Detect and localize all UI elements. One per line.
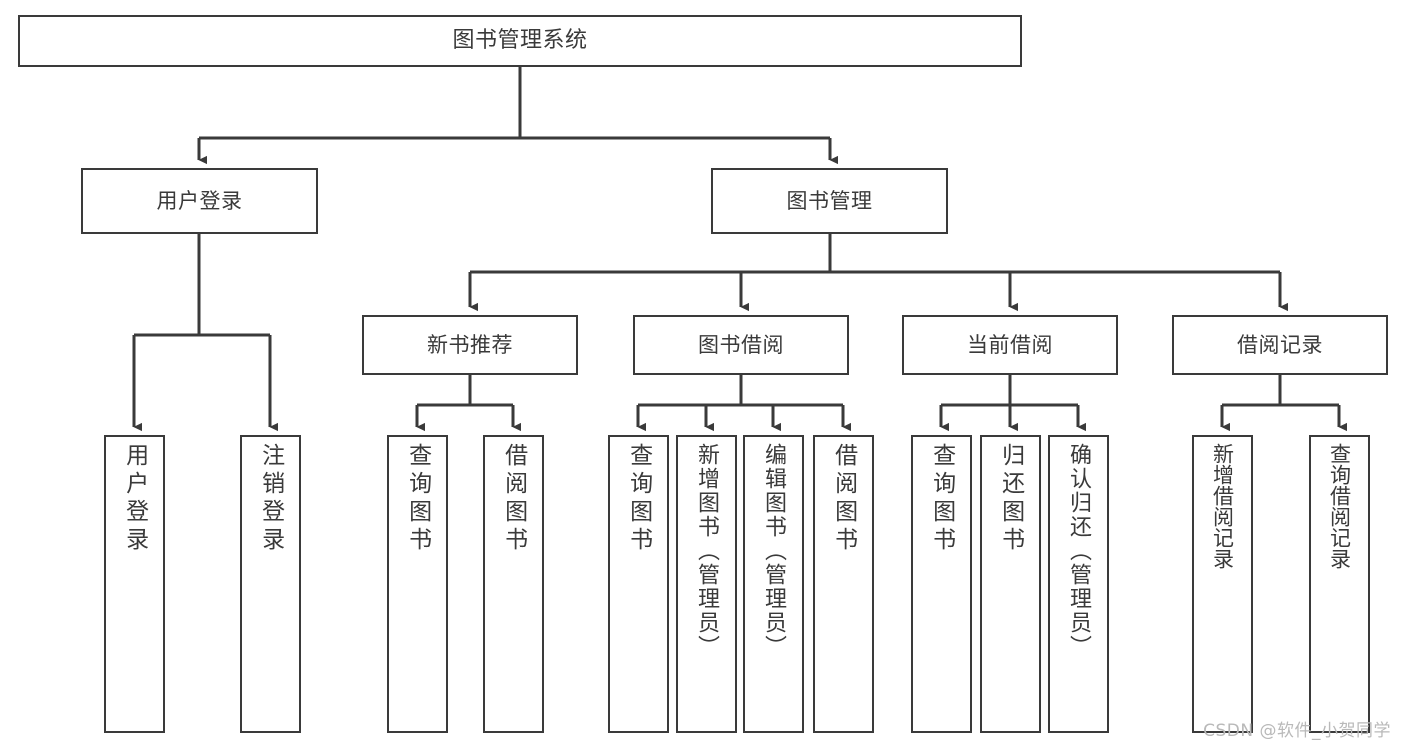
node-label: 新增借阅记录 (1210, 443, 1235, 569)
leaf-current-query-book[interactable]: 查询图书 (911, 435, 972, 733)
leaf-borrow-add-book-admin[interactable]: 新增图书（管理员） (676, 435, 737, 733)
node-book-management[interactable]: 图书管理 (711, 168, 948, 234)
node-new-book-recommend[interactable]: 新书推荐 (362, 315, 578, 375)
node-current-borrow[interactable]: 当前借阅 (902, 315, 1118, 375)
leaf-user-login-logout[interactable]: 注销登录 (240, 435, 301, 733)
node-label: 编辑图书（管理员） (761, 443, 787, 659)
leaf-new-book-borrow[interactable]: 借阅图书 (483, 435, 544, 733)
leaf-records-add-record[interactable]: 新增借阅记录 (1192, 435, 1253, 733)
node-label: 查询图书 (928, 443, 955, 555)
node-label: 用户登录 (156, 188, 243, 213)
leaf-borrow-borrow-book[interactable]: 借阅图书 (813, 435, 874, 733)
node-label: 查询图书 (404, 443, 431, 555)
node-label: 借阅图书 (830, 443, 857, 555)
node-label: 图书管理 (786, 188, 873, 213)
node-label: 归还图书 (997, 443, 1024, 555)
node-user-login[interactable]: 用户登录 (81, 168, 318, 234)
leaf-user-login-login[interactable]: 用户登录 (104, 435, 165, 733)
node-root-library-system[interactable]: 图书管理系统 (18, 15, 1022, 67)
node-label: 新书推荐 (427, 332, 513, 357)
csdn-watermark: CSDN @软件_小贺同学 (1203, 721, 1391, 741)
leaf-borrow-edit-book-admin[interactable]: 编辑图书（管理员） (743, 435, 804, 733)
node-label: 确认归还（管理员） (1066, 443, 1092, 659)
node-book-borrow[interactable]: 图书借阅 (633, 315, 849, 375)
node-label: 注销登录 (257, 443, 284, 555)
node-label: 当前借阅 (967, 332, 1053, 357)
node-borrow-records[interactable]: 借阅记录 (1172, 315, 1388, 375)
node-label: 用户登录 (121, 443, 148, 555)
leaf-borrow-query-book[interactable]: 查询图书 (608, 435, 669, 733)
node-label: 新增图书（管理员） (694, 443, 720, 659)
node-label: 查询图书 (625, 443, 652, 555)
leaf-new-book-query[interactable]: 查询图书 (387, 435, 448, 733)
node-label: 图书借阅 (698, 332, 784, 357)
leaf-records-query-record[interactable]: 查询借阅记录 (1309, 435, 1370, 733)
node-label: 图书管理系统 (452, 28, 588, 54)
leaf-current-confirm-return-admin[interactable]: 确认归还（管理员） (1048, 435, 1109, 733)
leaf-current-return-book[interactable]: 归还图书 (980, 435, 1041, 733)
node-label: 借阅图书 (500, 443, 527, 555)
node-label: 借阅记录 (1237, 332, 1323, 357)
node-label: 查询借阅记录 (1327, 443, 1352, 569)
